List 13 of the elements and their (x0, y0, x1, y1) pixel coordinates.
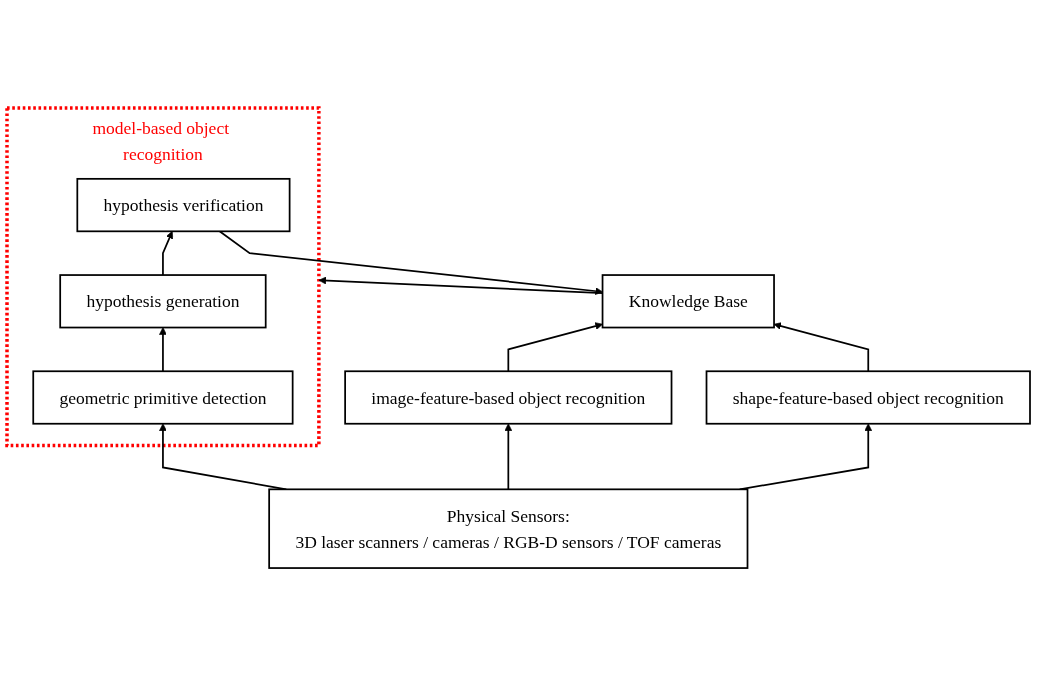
arrow (507, 322, 603, 373)
node-box: Knowledge Base (601, 274, 775, 329)
arrow (159, 327, 167, 373)
node-box: geometric primitive detection (32, 370, 294, 426)
node-box: Physical Sensors: 3D laser scanners / cameras / RGB-D sensors / TOF cameras (268, 488, 749, 570)
node-box: shape-feature-based object recognition (705, 370, 1031, 426)
arrow (773, 322, 870, 373)
node-box: hypothesis verification (76, 178, 291, 233)
node-box: image-feature-based object recognition (344, 370, 673, 426)
node-box: hypothesis generation (59, 274, 267, 329)
arrow (218, 230, 603, 296)
arrow (504, 423, 513, 491)
arrow (162, 231, 174, 277)
